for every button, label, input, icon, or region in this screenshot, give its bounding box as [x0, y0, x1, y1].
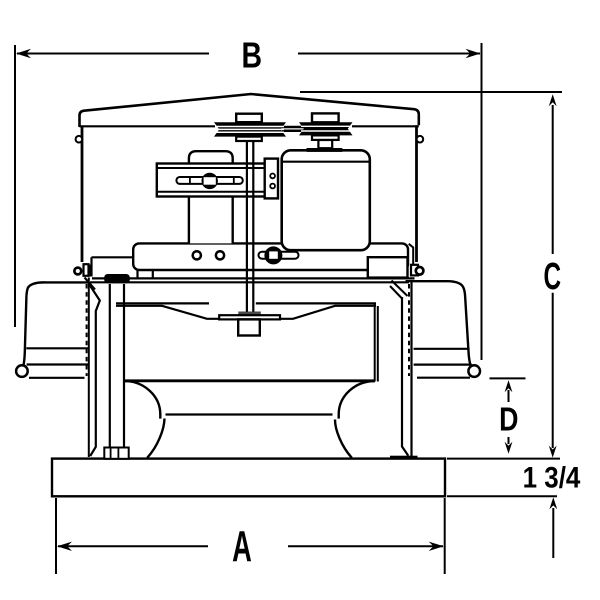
- svg-text:1 3/4: 1 3/4: [523, 461, 581, 494]
- svg-text:A: A: [232, 521, 252, 570]
- svg-text:B: B: [242, 34, 263, 75]
- svg-text:D: D: [499, 402, 518, 438]
- svg-text:C: C: [544, 254, 562, 297]
